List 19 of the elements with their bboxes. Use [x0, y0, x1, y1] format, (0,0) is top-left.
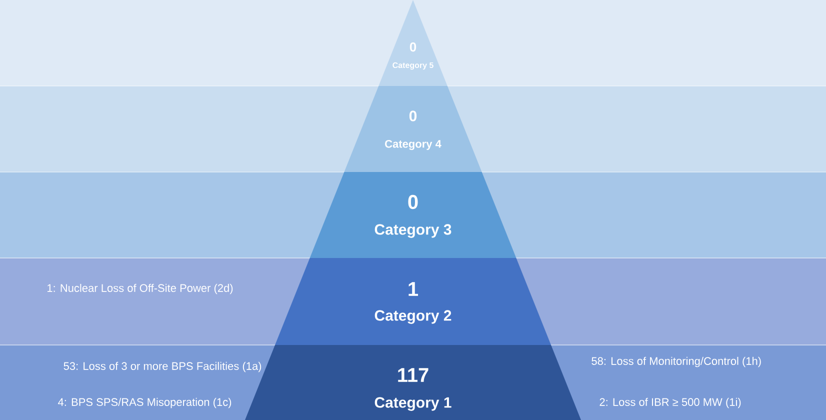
incident-label: 58: Loss of Monitoring/Control (1h) — [592, 356, 761, 368]
segment-label: 117 — [398, 368, 428, 382]
incident-label: 2: Loss of IBR ≥ 500 MW (1i) — [600, 398, 741, 408]
segment-label: 1 — [408, 282, 418, 296]
segment-label: Category 2 — [374, 310, 452, 324]
segment-label: Category 5 — [392, 62, 434, 70]
segment-label: Category 4 — [385, 140, 442, 150]
pyramid-segment — [275, 258, 551, 345]
segment-label: 0 — [409, 110, 417, 122]
incident-label: 53: Loss of 3 or more BPS Facilities (1a) — [64, 362, 262, 372]
segment-label: 0 — [408, 194, 418, 210]
incident-label: 4: BPS SPS/RAS Misoperation (1c) — [58, 398, 232, 408]
pyramid-segment — [378, 0, 448, 86]
pyramid-segment — [344, 86, 482, 172]
segment-label: 0 — [410, 42, 416, 52]
incident-label: 1: Nuclear Loss of Off-Site Power (2d) — [48, 284, 233, 294]
pyramid-segment — [310, 172, 516, 258]
segment-label: Category 3 — [374, 224, 452, 238]
segment-label: Category 1 — [374, 397, 452, 411]
